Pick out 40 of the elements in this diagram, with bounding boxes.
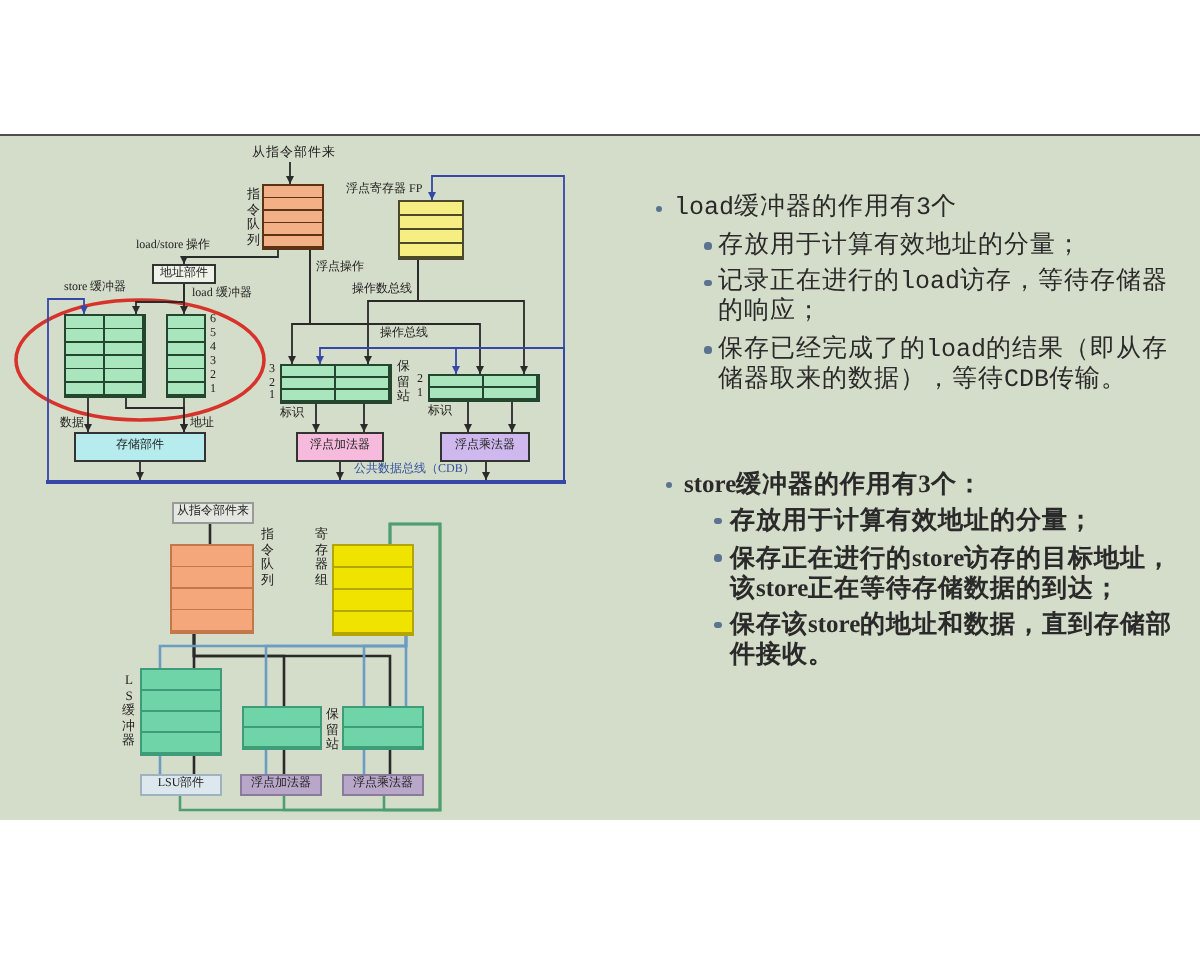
arrow	[417, 259, 529, 375]
list-item-text: 保存已经完成了的load的结果（即从存储器取来的数据），等待CDB传输。	[718, 335, 1171, 395]
arrow	[335, 461, 345, 481]
arrow	[47, 298, 89, 481]
queue-stack	[262, 184, 324, 250]
connector-line	[388, 750, 392, 774]
connector-line	[192, 634, 392, 706]
station-table	[428, 374, 540, 402]
list-item-text: store缓冲器的作用有3个：	[684, 469, 983, 499]
arrow	[309, 249, 485, 375]
list-item-text: load缓冲器的作用有3个	[674, 194, 958, 224]
buffer-table	[140, 668, 222, 756]
connector-line	[404, 636, 408, 706]
register-stack	[332, 544, 414, 636]
arrow	[179, 397, 189, 433]
arrow	[179, 283, 189, 315]
arrow	[83, 397, 93, 433]
arrow	[481, 461, 491, 481]
queue-stack	[170, 544, 254, 634]
list-item-text: 存放用于计算有效地址的分量；	[718, 231, 1082, 261]
list-item-text: 存放用于计算有效地址的分量；	[730, 506, 1094, 536]
arrow	[463, 401, 473, 433]
list-item-text: 保存该store的地址和数据，直到存储部件接收。	[730, 610, 1175, 670]
arrow	[285, 161, 295, 185]
arrow	[179, 249, 279, 265]
list-item-text: 记录正在进行的load访存，等待存储器的响应；	[718, 268, 1171, 328]
connector-line	[264, 750, 268, 774]
arrow	[311, 403, 321, 433]
arrow	[135, 461, 145, 481]
connector-line	[362, 750, 366, 774]
station-table	[280, 364, 392, 404]
station-table	[342, 706, 424, 750]
connector-line	[282, 750, 286, 774]
arrow	[359, 403, 369, 433]
connector-line	[208, 524, 212, 544]
arrow	[507, 401, 517, 433]
list-item-text: 保存正在进行的store访存的目标地址，该store正在等待存储数据的到达；	[730, 543, 1175, 603]
arrow	[451, 347, 565, 481]
connector-line	[382, 522, 442, 812]
station-table	[242, 706, 322, 750]
